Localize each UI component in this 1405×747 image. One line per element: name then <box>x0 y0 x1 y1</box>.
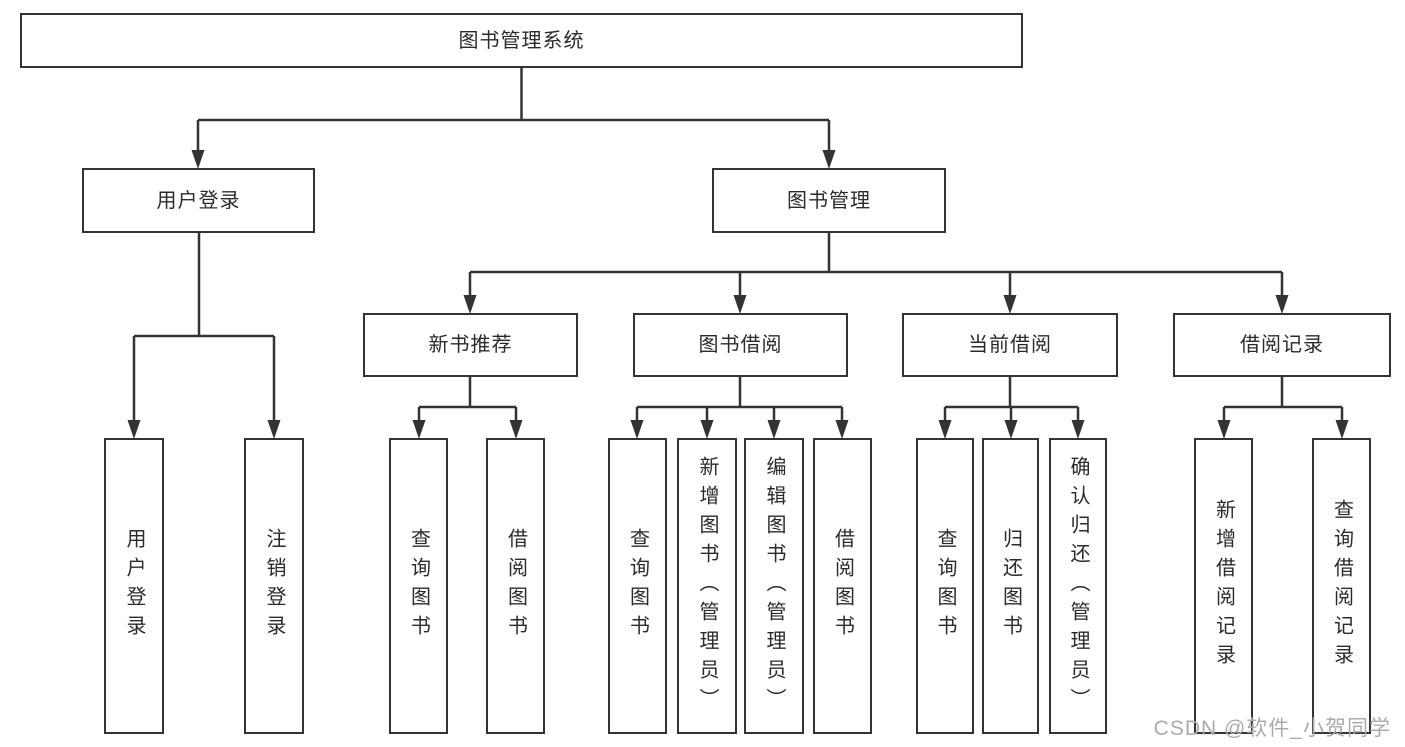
node-current-return-book: 归还图书 <box>982 438 1039 734</box>
arrowhead-icon <box>767 420 781 439</box>
arrowhead-icon <box>191 150 205 169</box>
arrowhead-icon <box>1003 295 1017 314</box>
node-borrow-borrow-book: 借阅图书 <box>813 438 872 734</box>
connector-group <box>127 233 281 439</box>
arrowhead-icon <box>412 420 426 439</box>
node-rec-borrow-book: 借阅图书 <box>486 438 545 734</box>
node-login-leaf: 用户登录 <box>104 438 164 734</box>
node-borrow-add-book: 新增图书（管理员） <box>677 438 737 734</box>
node-user-login: 用户登录 <box>82 168 315 233</box>
arrowhead-icon <box>822 150 836 169</box>
arrowhead-icon <box>463 295 477 314</box>
arrowhead-icon <box>630 420 644 439</box>
connector-group <box>630 377 849 439</box>
node-logout-leaf: 注销登录 <box>244 438 304 734</box>
connector-group <box>191 68 836 169</box>
arrowhead-icon <box>835 420 849 439</box>
node-borrow-query-book: 查询图书 <box>608 438 667 734</box>
node-rec-query-book: 查询图书 <box>389 438 448 734</box>
arrowhead-icon <box>1071 420 1085 439</box>
node-borrow-edit-book: 编辑图书（管理员） <box>744 438 804 734</box>
connector-group <box>412 377 523 439</box>
watermark: CSDN @软件_小贺同学 <box>1153 717 1391 740</box>
arrowhead-icon <box>938 420 952 439</box>
arrowhead-icon <box>733 295 747 314</box>
node-borrow-record: 借阅记录 <box>1173 313 1391 377</box>
node-current-query-book: 查询图书 <box>916 438 974 734</box>
node-current-borrow: 当前借阅 <box>902 313 1118 377</box>
arrowhead-icon <box>1335 420 1349 439</box>
arrowhead-icon <box>127 420 141 439</box>
connector-group <box>463 233 1289 314</box>
node-record-query: 查询借阅记录 <box>1312 438 1371 734</box>
node-book-borrow: 图书借阅 <box>633 313 848 377</box>
arrowhead-icon <box>267 420 281 439</box>
arrowhead-icon <box>1004 420 1018 439</box>
node-system: 图书管理系统 <box>20 13 1023 68</box>
arrowhead-icon <box>700 420 714 439</box>
node-record-add: 新增借阅记录 <box>1194 438 1253 734</box>
node-new-book-recommend: 新书推荐 <box>363 313 578 377</box>
arrowhead-icon <box>1217 420 1231 439</box>
connector-group <box>938 377 1085 439</box>
arrowhead-icon <box>1275 295 1289 314</box>
node-book-management: 图书管理 <box>712 168 946 233</box>
arrowhead-icon <box>509 420 523 439</box>
connector-group <box>1217 377 1349 439</box>
node-current-confirm-return: 确认归还（管理员） <box>1049 438 1107 734</box>
